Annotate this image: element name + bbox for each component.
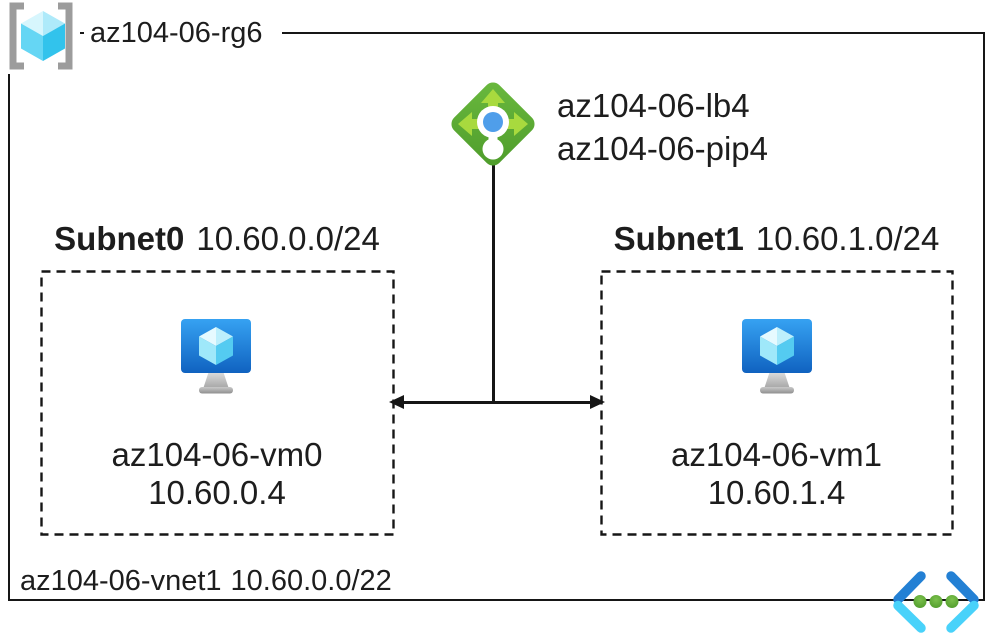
load-balancer-icon xyxy=(451,82,535,166)
subnet0-boundary xyxy=(40,270,395,536)
resource-group-label: az104-06-rg6 xyxy=(84,12,282,54)
resource-group-icon xyxy=(2,0,80,74)
load-balancer-labels: az104-06-lb4 az104-06-pip4 xyxy=(557,84,768,170)
subnet1-cidr: 10.60.1.0/24 xyxy=(755,220,940,257)
resource-group-boundary xyxy=(8,32,985,601)
subnet1-boundary xyxy=(600,270,954,536)
vm0-ip: 10.60.0.4 xyxy=(148,474,286,511)
subnet0-label: Subnet0 10.60.0.0/24 xyxy=(40,220,394,258)
virtual-machine-icon xyxy=(742,319,812,394)
resource-group-name: az104-06-rg6 xyxy=(90,17,263,49)
vm1-name: az104-06-vm1 xyxy=(671,436,882,473)
subnet-link-line xyxy=(402,401,592,404)
lb-connector-line xyxy=(492,165,495,403)
vm0-label: az104-06-vm0 10.60.0.4 xyxy=(40,436,394,512)
vnet-name: az104-06-vnet1 xyxy=(20,565,222,597)
subnet0-cidr: 10.60.0.0/24 xyxy=(196,220,380,257)
subnet0-name: Subnet0 xyxy=(54,220,185,257)
public-ip-name: az104-06-pip4 xyxy=(557,130,768,167)
load-balancer-name: az104-06-lb4 xyxy=(557,87,750,124)
virtual-network-icon xyxy=(893,571,979,633)
subnet1-label: Subnet1 10.60.1.0/24 xyxy=(600,220,953,258)
subnet1-name: Subnet1 xyxy=(613,220,744,257)
vm1-ip: 10.60.1.4 xyxy=(707,474,846,511)
vm0-name: az104-06-vm0 xyxy=(111,436,323,473)
vnet-cidr: 10.60.0.0/22 xyxy=(230,565,392,597)
vm1-label: az104-06-vm1 10.60.1.4 xyxy=(600,436,953,512)
virtual-machine-icon xyxy=(181,319,251,394)
